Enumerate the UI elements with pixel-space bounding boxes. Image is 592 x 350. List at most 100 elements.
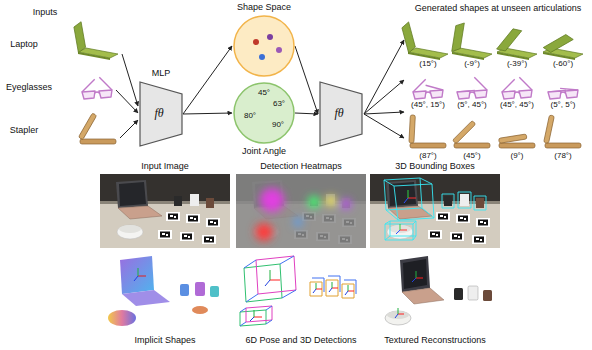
joint-angle-circle: 45°63°80°90°Joint Angle	[234, 80, 294, 160]
function-symbol: fθ	[154, 107, 163, 120]
panel-caption: Textured Reconstructions	[384, 336, 486, 346]
generated-eyeglasses	[413, 90, 443, 99]
heatmap-photo	[236, 174, 366, 248]
generated-staplers	[544, 115, 555, 143]
generated-laptops	[408, 48, 448, 60]
textured-reconstructions	[454, 288, 463, 300]
input-photo	[100, 174, 230, 248]
node-title: Shape Space	[237, 3, 291, 13]
input-arrows	[120, 120, 138, 138]
generated-staplers	[452, 120, 490, 148]
textured-reconstructions	[483, 290, 492, 301]
angle-caption: (45°, 45°)	[500, 101, 534, 110]
connector	[295, 46, 318, 114]
latent-code-dot	[259, 54, 265, 60]
angle-value: 45°	[258, 89, 270, 98]
panel-title: Input Image	[141, 162, 189, 172]
output-arrows	[364, 114, 404, 138]
output-arrows	[364, 40, 404, 138]
generated-laptops	[401, 22, 583, 60]
output-arrows	[364, 112, 404, 114]
pose-boxes	[240, 306, 272, 326]
latent-code-dot	[253, 39, 259, 45]
generated-staplers	[499, 143, 535, 148]
output-arrows	[364, 40, 404, 114]
angle-caption: (15°)	[419, 60, 436, 69]
output-arrows	[364, 80, 404, 114]
bbox-photo	[396, 198, 408, 234]
generated-eyeglasses	[548, 88, 578, 99]
implicit-shapes	[134, 276, 138, 281]
pose-boxes	[256, 256, 296, 294]
generated-eyeglasses	[502, 77, 532, 99]
angle-caption: (45°)	[463, 152, 480, 161]
panel-caption: 6D Pose and 3D Detections	[245, 336, 356, 346]
bbox-photo	[384, 178, 434, 220]
function-symbol: fθ	[334, 107, 343, 120]
bbox-photo	[400, 190, 408, 230]
implicit-shapes	[180, 284, 189, 296]
generated-laptops	[497, 26, 522, 54]
implicit-shapes	[138, 276, 146, 277]
angle-caption: (78°)	[554, 152, 571, 161]
panel-title: Detection Heatmaps	[260, 162, 342, 172]
heatmap-photo	[326, 196, 336, 206]
textured-reconstructions	[403, 259, 427, 289]
input-laptop	[78, 48, 118, 60]
implicit-shapes	[120, 256, 154, 294]
heatmap-photo	[341, 199, 351, 209]
bbox-photo	[400, 198, 416, 230]
angle-value: 63°	[273, 100, 285, 109]
mlp-decoder: fθ	[320, 68, 362, 146]
implicit-shapes	[108, 256, 219, 326]
input-eyeglasses	[82, 77, 112, 99]
input-stapler	[78, 113, 116, 144]
angle-caption: (9°)	[511, 152, 524, 161]
textured-reconstructions	[398, 278, 423, 314]
bbox-photo	[370, 174, 500, 248]
generated-staplers	[409, 115, 415, 143]
implicit-shapes	[210, 286, 219, 297]
heatmap-photo	[308, 196, 320, 208]
angle-caption: (-9°)	[464, 60, 480, 69]
section-heading: Generated shapes at unseen articulations	[415, 4, 582, 14]
object-label: Stapler	[10, 126, 39, 136]
generated-staplers	[545, 143, 581, 148]
generated-eyeglasses	[457, 77, 487, 99]
object-label: Laptop	[10, 40, 38, 50]
angle-value: 90°	[272, 121, 284, 130]
textured-reconstructions	[400, 256, 430, 292]
pose-boxes	[244, 264, 282, 302]
generated-eyeglasses	[548, 90, 578, 99]
generated-staplers	[452, 120, 475, 143]
generated-staplers	[544, 115, 581, 148]
generated-laptops	[543, 33, 573, 55]
angle-caption: (-39°)	[507, 60, 527, 69]
generated-laptops	[452, 48, 492, 60]
input-laptop	[73, 22, 86, 53]
input-arrows	[116, 54, 138, 138]
input-eyeglasses	[82, 90, 112, 99]
panel-title: 3D Bounding Boxes	[395, 162, 475, 172]
input-arrows	[116, 90, 138, 113]
generated-laptops	[401, 22, 448, 60]
textured-reconstructions	[468, 286, 478, 300]
heatmap-photo	[236, 174, 366, 248]
latent-circle	[234, 83, 294, 143]
generated-laptops	[497, 26, 537, 60]
heatmap-photo	[255, 188, 351, 241]
bbox-photo	[442, 192, 486, 210]
mlp-trapezoid	[320, 82, 362, 146]
input-stapler	[80, 139, 116, 144]
panel-caption: Implicit Shapes	[134, 336, 195, 346]
textured-reconstructions	[395, 278, 416, 318]
input-stapler	[78, 113, 96, 140]
latent-code-dot	[267, 34, 273, 40]
implicit-shapes	[122, 290, 170, 306]
section-heading: Inputs	[33, 8, 58, 18]
mlp-encoder: MLPfθ	[140, 68, 182, 146]
pose-boxes	[254, 280, 354, 317]
angle-caption: (5°, 5°)	[550, 101, 575, 110]
node-title: Joint Angle	[242, 147, 286, 157]
